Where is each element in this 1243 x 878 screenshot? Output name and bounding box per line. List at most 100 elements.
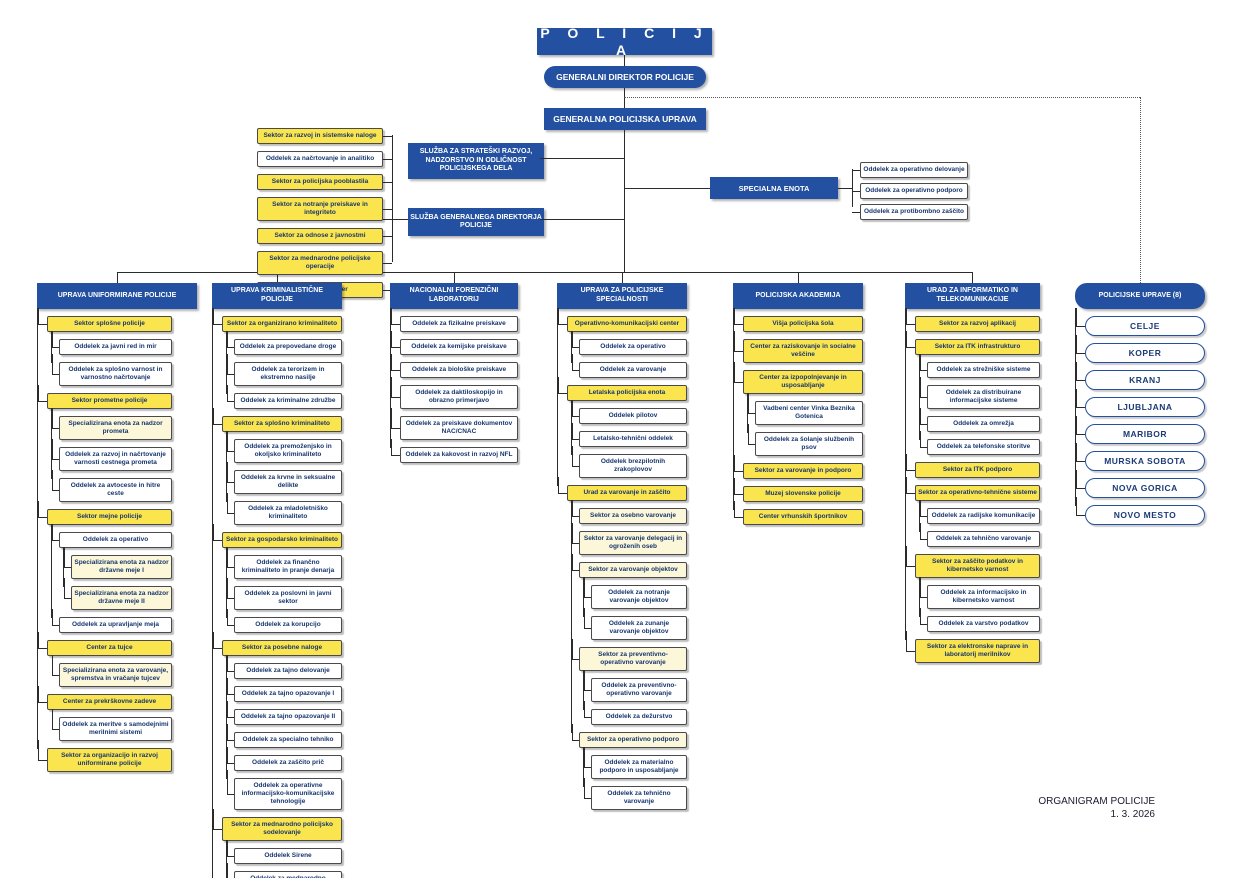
org-node: Oddelek za notranje varovanje objektov [584,577,687,609]
column-header-informatika: URAD ZA INFORMATIKO IN TELEKOMUNIKACIJE [905,283,1040,309]
org-node: Oddelek za zaščito prič [227,747,342,771]
org-node: Oddelek Sirene [227,840,342,864]
org-node: Oddelek za šolanje službenih psov [748,424,863,456]
org-node: Oddelek za tajno delovanje [227,655,342,679]
org-node: Sektor za ITK infrastrukturo [906,331,1040,355]
specialna-enota-box: SPECIALNA ENOTA [710,177,838,199]
connector-specialna-bracket-stub [838,188,852,189]
org-node: Sektor za operativno-tehnične sisteme [906,477,1040,501]
org-node: Sektor za gospodarsko kriminaliteto [213,524,342,548]
org-node: Oddelek za preiskave dokumentov NAC/CNAC [391,408,518,440]
org-node: Sektor splošne policije [38,308,172,332]
connector-sluzba1-center [540,158,624,159]
sluzba-strateski-razvoj-box: SLUŽBA ZA STRATEŠKI RAZVOJ, NADZORSTVO I… [408,143,544,179]
column-header-specialnosti: UPRAVA ZA POLICIJSKE SPECIALNOSTI [557,283,687,309]
org-node: Sektor za varovanje objektov [572,554,687,578]
org-node: Oddelek za mladoletniško kriminaliteto [227,493,342,525]
org-node: Oddelek za distribuirane informacijske s… [920,377,1040,409]
org-node: Sektor za razvoj in sistemske naloge [257,128,392,144]
org-node: Oddelek za tehnično varovanje [920,523,1040,547]
org-node: LJUBLJANA [1076,389,1205,417]
org-node: Oddelek za tehnično varovanje [584,778,687,810]
org-node: Oddelek za omrežja [920,408,1040,432]
connector-dotted-horizontal [624,97,1140,98]
column-header-uniformirane: UPRAVA UNIFORMIRANE POLICIJE [37,283,197,309]
org-node: Sektor za organizirano kriminaliteto [213,308,342,332]
org-node: Sektor mejne policije [38,501,172,525]
org-node: Center za tujce [38,632,172,656]
org-node: Sektor za ITK podporo [906,454,1040,478]
org-node: Oddelek za kemijske preiskave [391,331,518,355]
org-node: Oddelek za varovanje [572,354,687,378]
org-node: Oddelek za strežniške sisteme [920,354,1040,378]
org-node: Letalsko-tehnični oddelek [572,423,687,447]
org-node: Center za raziskovanje in socialne vešči… [734,331,863,363]
org-node: Oddelek za načrtovanje in analitiko [257,151,392,167]
org-node: Oddelek za korupcijo [227,609,342,633]
connector-dotted-vertical [1140,97,1141,283]
org-node: MURSKA SOBOTA [1076,443,1205,471]
org-node: Oddelek za meritve s samodejnimi merilni… [52,709,172,741]
org-node: Letalska policijska enota [558,377,687,401]
org-node: Oddelek za fizikalne preiskave [391,308,518,332]
org-node: Oddelek za finančno kriminaliteto in pra… [227,547,342,579]
sluzba-generalnega-direktorja-box: SLUŽBA GENERALNEGA DIREKTORJA POLICIJE [408,208,544,236]
org-node: Oddelek za razvoj in načrtovanje varnost… [52,439,172,471]
org-node: Sektor za policijska pooblastila [257,174,392,190]
connector-gpu-bar [624,130,625,272]
generalni-direktor-box: GENERALNI DIREKTOR POLICIJE [544,66,706,88]
org-node: Oddelek za premoženjsko in okoljsko krim… [227,431,342,463]
connector-sluzba2-center [540,219,624,220]
org-node: Oddelek za biološke preiskave [391,354,518,378]
org-node: Center za prekrškovne zadeve [38,686,172,710]
connector-stub-2 [277,272,278,283]
org-node: Oddelek za radijske komunikacije [920,500,1040,524]
connector-center-specialna [624,188,710,189]
org-node: Oddelek za informacijsko in kibernetsko … [920,577,1040,609]
org-node: Sektor za organizacijo in razvoj uniform… [38,740,172,772]
connector-specialna-bracket [852,169,853,207]
generalna-policijska-uprava-box: GENERALNA POLICIJSKA UPRAVA [544,108,706,130]
org-node: Oddelek za avtoceste in hitre ceste [52,470,172,502]
org-node: Sektor za odnose z javnostmi [257,228,392,244]
org-node: Oddelek za kriminalne združbe [227,385,342,409]
org-node: Višja policijska šola [734,308,863,332]
org-node: Oddelek za varstvo podatkov [920,608,1040,632]
org-node: Sektor za elektronske naprave in laborat… [906,631,1040,663]
org-node: Oddelek za daktiloskopijo in obrazno pri… [391,377,518,409]
org-node: NOVA GORICA [1076,470,1205,498]
org-node: Oddelek za specialno tehniko [227,724,342,748]
connector-direktor-gpu [624,88,625,108]
org-node: Vadbeni center Vinka Beznika Gotenica [748,393,863,425]
connector-stub-4 [622,272,623,283]
connector-leftlist-sluzba2 [383,219,408,220]
org-node: Oddelek za kakovost in razvoj NFL [391,439,518,463]
org-node: CELJE [1076,308,1205,336]
org-node: Oddelek za poslovni in javni sektor [227,578,342,610]
org-node: Oddelek za splošno varnost in varnostno … [52,354,172,386]
org-node: Specializirana enota za nadzor državne m… [64,547,172,579]
org-node: Sektor za operativno podporo [572,724,687,748]
org-node: KOPER [1076,335,1205,363]
org-node: Oddelek za javni red in mir [52,331,172,355]
org-node: Oddelek za protibombno zaščito [852,204,968,220]
org-node: MARIBOR [1076,416,1205,444]
org-node: Oddelek za mednarodno operativo [227,863,342,878]
org-node: NOVO MESTO [1076,497,1205,525]
org-node: Sektor za razvoj aplikacij [906,308,1040,332]
org-node: Oddelek za operativno delovanje [852,162,968,178]
column-header-akademija: POLICIJSKA AKADEMIJA [733,283,863,309]
org-node: Muzej slovenske policije [734,478,863,502]
org-node: Center vrhunskih športnikov [734,501,863,525]
org-node: Oddelek za zunanje varovanje objektov [584,608,687,640]
org-node: Sektor za posebne naloge [213,632,342,656]
column-header-nfl: NACIONALNI FORENZIČNI LABORATORIJ [390,283,518,309]
